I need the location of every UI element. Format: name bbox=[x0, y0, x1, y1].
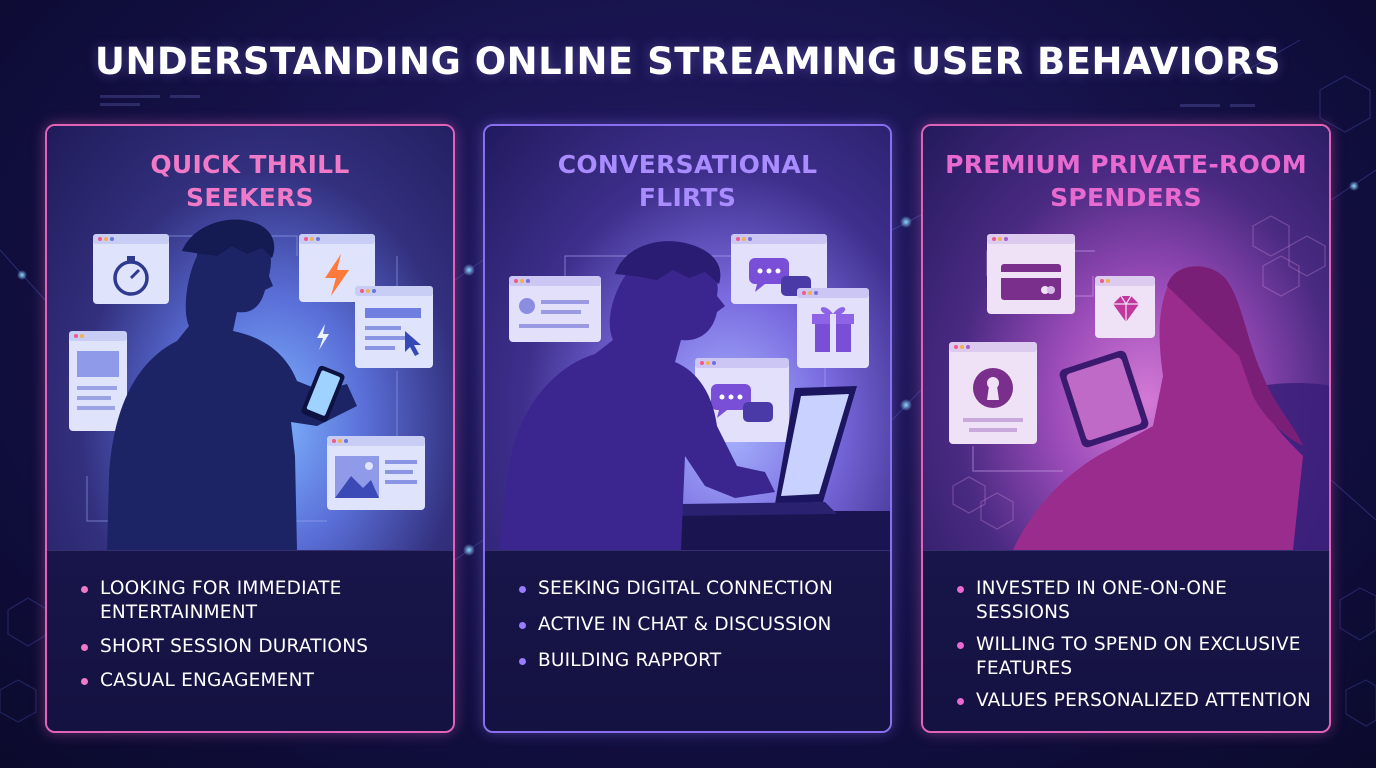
chat-window-top bbox=[731, 234, 827, 304]
person-silhouette bbox=[1013, 266, 1303, 550]
gift-window bbox=[797, 288, 869, 368]
list-item: WILLING TO SPEND ON EXCLUSIVE FEATURES bbox=[955, 633, 1315, 681]
browser-window bbox=[355, 286, 433, 368]
card-premium-private-room-spenders: PREMIUM PRIVATE-ROOM SPENDERS INVESTED I… bbox=[921, 124, 1331, 733]
cursor-icon bbox=[405, 331, 421, 356]
card-heading-line1: QUICK THRILL bbox=[150, 150, 350, 179]
card-illustration-area: QUICK THRILL SEEKERS bbox=[47, 126, 453, 550]
person-laptop-illustration bbox=[499, 234, 890, 550]
keyhole-window bbox=[949, 342, 1037, 444]
list-item: VALUES PERSONALIZED ATTENTION bbox=[955, 689, 1315, 713]
person-silhouette bbox=[499, 241, 775, 550]
card-heading-line2: FLIRTS bbox=[638, 183, 737, 212]
laptop bbox=[675, 386, 857, 516]
lightning-icon bbox=[325, 254, 349, 296]
credit-card-icon bbox=[1001, 264, 1061, 300]
bullet-list: SEEKING DIGITAL CONNECTION ACTIVE IN CHA… bbox=[517, 577, 876, 685]
card-bullet-area: SEEKING DIGITAL CONNECTION ACTIVE IN CHA… bbox=[485, 550, 890, 731]
card-bullet-area: INVESTED IN ONE-ON-ONE SESSIONS WILLING … bbox=[923, 550, 1329, 731]
card-heading-line2: SEEKERS bbox=[186, 183, 314, 212]
diamond-icon bbox=[1113, 295, 1139, 322]
person-phone-illustration bbox=[69, 219, 433, 550]
card-heading: PREMIUM PRIVATE-ROOM SPENDERS bbox=[923, 148, 1329, 214]
keyhole-lock-icon bbox=[973, 368, 1013, 408]
bullet-list: INVESTED IN ONE-ON-ONE SESSIONS WILLING … bbox=[955, 577, 1315, 721]
card-bullet-area: LOOKING FOR IMMEDIATE ENTERTAINMENT SHOR… bbox=[47, 550, 453, 731]
profile-card-window bbox=[509, 276, 601, 342]
stopwatch-window bbox=[93, 234, 169, 304]
page-title: UNDERSTANDING ONLINE STREAMING USER BEHA… bbox=[94, 40, 1282, 83]
card-illustration-area: CONVERSATIONAL FLIRTS bbox=[485, 126, 890, 550]
list-item: BUILDING RAPPORT bbox=[517, 649, 876, 673]
card-heading: QUICK THRILL SEEKERS bbox=[47, 148, 453, 214]
chat-bubbles-icon bbox=[711, 384, 773, 422]
image-window bbox=[327, 436, 425, 510]
person-silhouette bbox=[107, 219, 357, 550]
chat-window-middle bbox=[695, 358, 789, 442]
list-item: SHORT SESSION DURATIONS bbox=[79, 635, 439, 659]
credit-card-window bbox=[987, 234, 1075, 314]
smartphone bbox=[301, 365, 345, 423]
list-item: LOOKING FOR IMMEDIATE ENTERTAINMENT bbox=[79, 577, 439, 625]
card-heading-line1: CONVERSATIONAL bbox=[557, 150, 818, 179]
stopwatch-icon bbox=[113, 256, 149, 296]
profile-avatar-icon bbox=[519, 298, 535, 314]
image-icon bbox=[335, 456, 379, 498]
list-item: SEEKING DIGITAL CONNECTION bbox=[517, 577, 876, 601]
tablet bbox=[1059, 350, 1149, 448]
card-illustration-area: PREMIUM PRIVATE-ROOM SPENDERS bbox=[923, 126, 1329, 550]
card-quick-thrill-seekers: QUICK THRILL SEEKERS LOOKING FOR IMMEDIA… bbox=[45, 124, 455, 733]
list-item: ACTIVE IN CHAT & DISCUSSION bbox=[517, 613, 876, 637]
diamond-window bbox=[1095, 276, 1155, 338]
bullet-list: LOOKING FOR IMMEDIATE ENTERTAINMENT SHOR… bbox=[79, 577, 439, 703]
list-item: CASUAL ENGAGEMENT bbox=[79, 669, 439, 693]
card-heading: CONVERSATIONAL FLIRTS bbox=[485, 148, 890, 214]
lightning-window bbox=[299, 234, 375, 302]
card-heading-line2: SPENDERS bbox=[1050, 183, 1202, 212]
card-heading-line1: PREMIUM PRIVATE-ROOM bbox=[945, 150, 1307, 179]
article-window bbox=[69, 331, 127, 431]
person-tablet-illustration bbox=[949, 215, 1329, 550]
list-item: INVESTED IN ONE-ON-ONE SESSIONS bbox=[955, 577, 1315, 625]
card-conversational-flirts: CONVERSATIONAL FLIRTS SEEKING DIGITAL CO… bbox=[483, 124, 892, 733]
gift-icon bbox=[812, 307, 854, 352]
